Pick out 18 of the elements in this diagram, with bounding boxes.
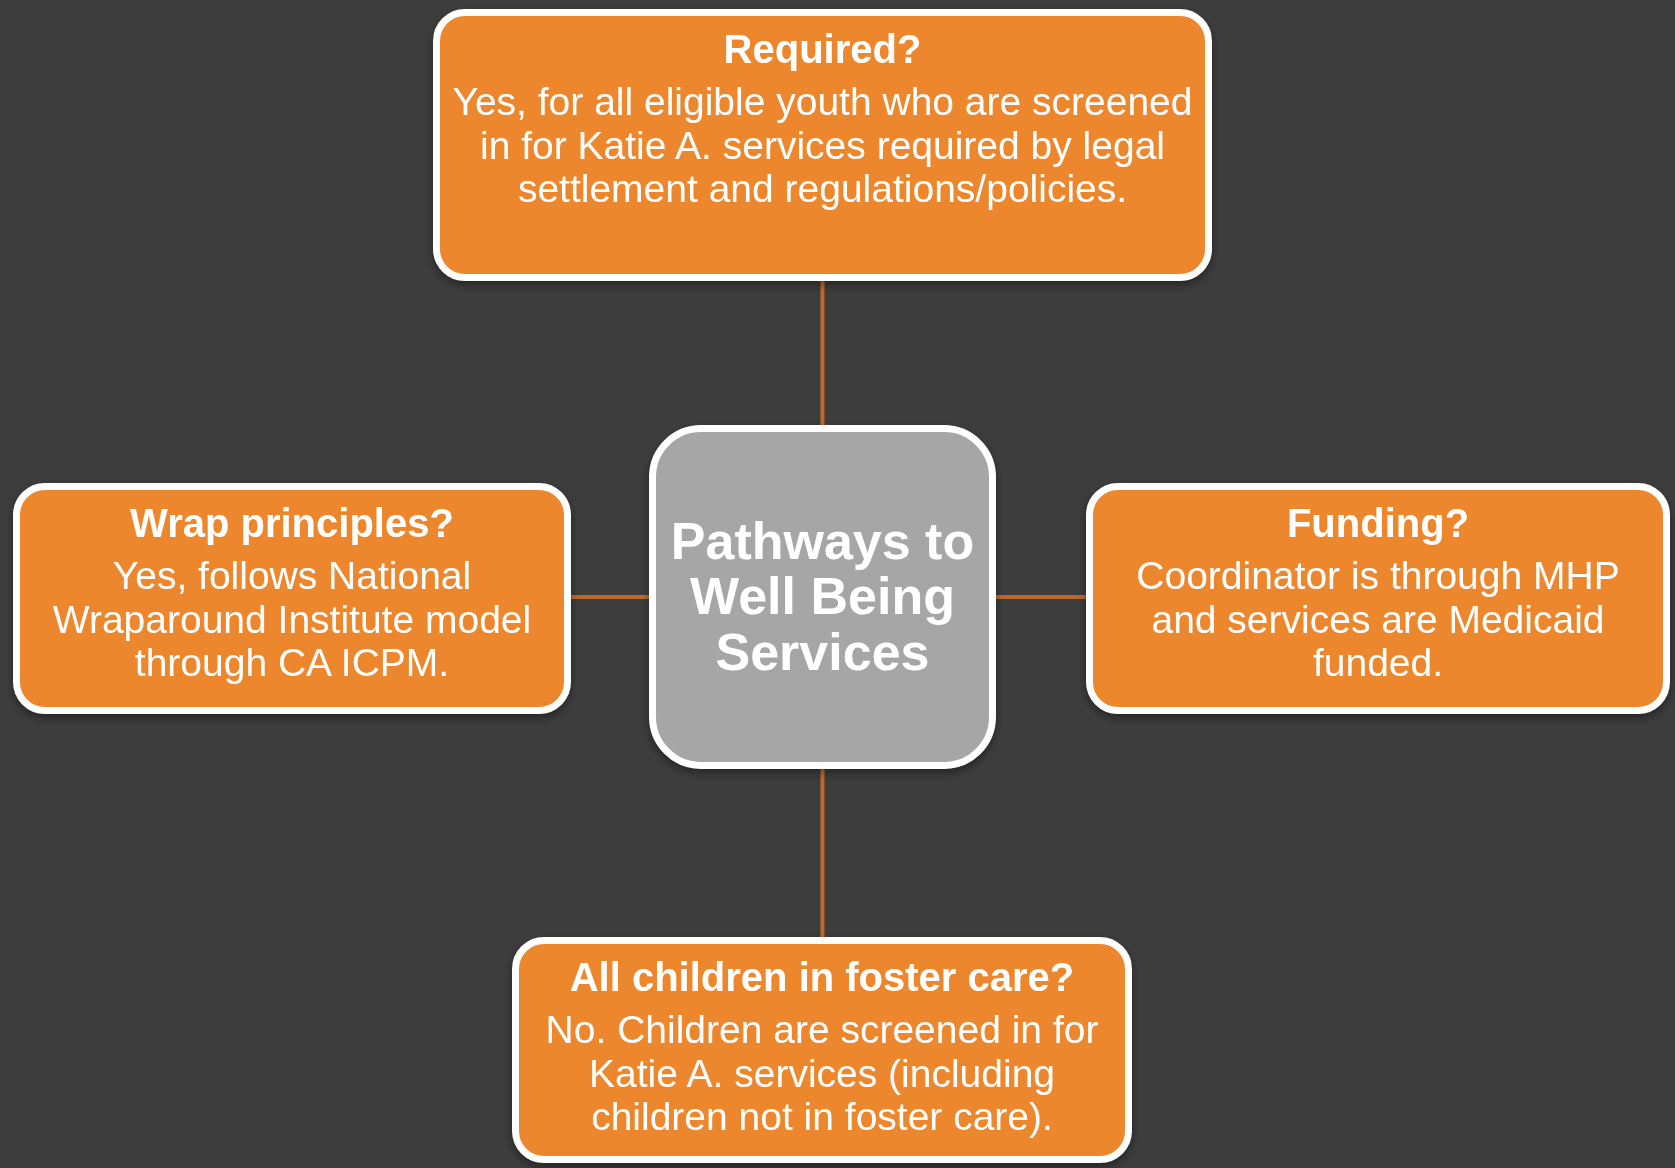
connector-line [820,281,825,425]
connector-line [996,595,1086,599]
connector-line [571,595,649,599]
topic-box [433,9,1212,281]
box-heading: All children in foster care? [569,954,1075,1000]
box-heading: Wrap principles? [130,500,454,546]
box-heading: Required? [723,26,922,72]
box-text: No. Children are screened in for Katie A. services (including children not in foster care). [544,1008,1100,1139]
connector-line [820,769,825,937]
topic-box [512,937,1132,1163]
box-text: Coordinator is through MHP and services are Medicaid funded. [1135,554,1621,685]
box-text: Yes, for all eligible youth who are screened in for Katie A. services required by legal settlement and regulations/policies. [452,80,1193,211]
box-text: Yes, follows National Wraparound Institute model through CA ICPM. [51,554,533,685]
center-box [649,425,996,769]
box-heading: Funding? [1286,500,1470,546]
topic-box [13,483,571,714]
center-title: Pathways to Well Being Services [669,513,976,681]
topic-box [1086,483,1670,714]
